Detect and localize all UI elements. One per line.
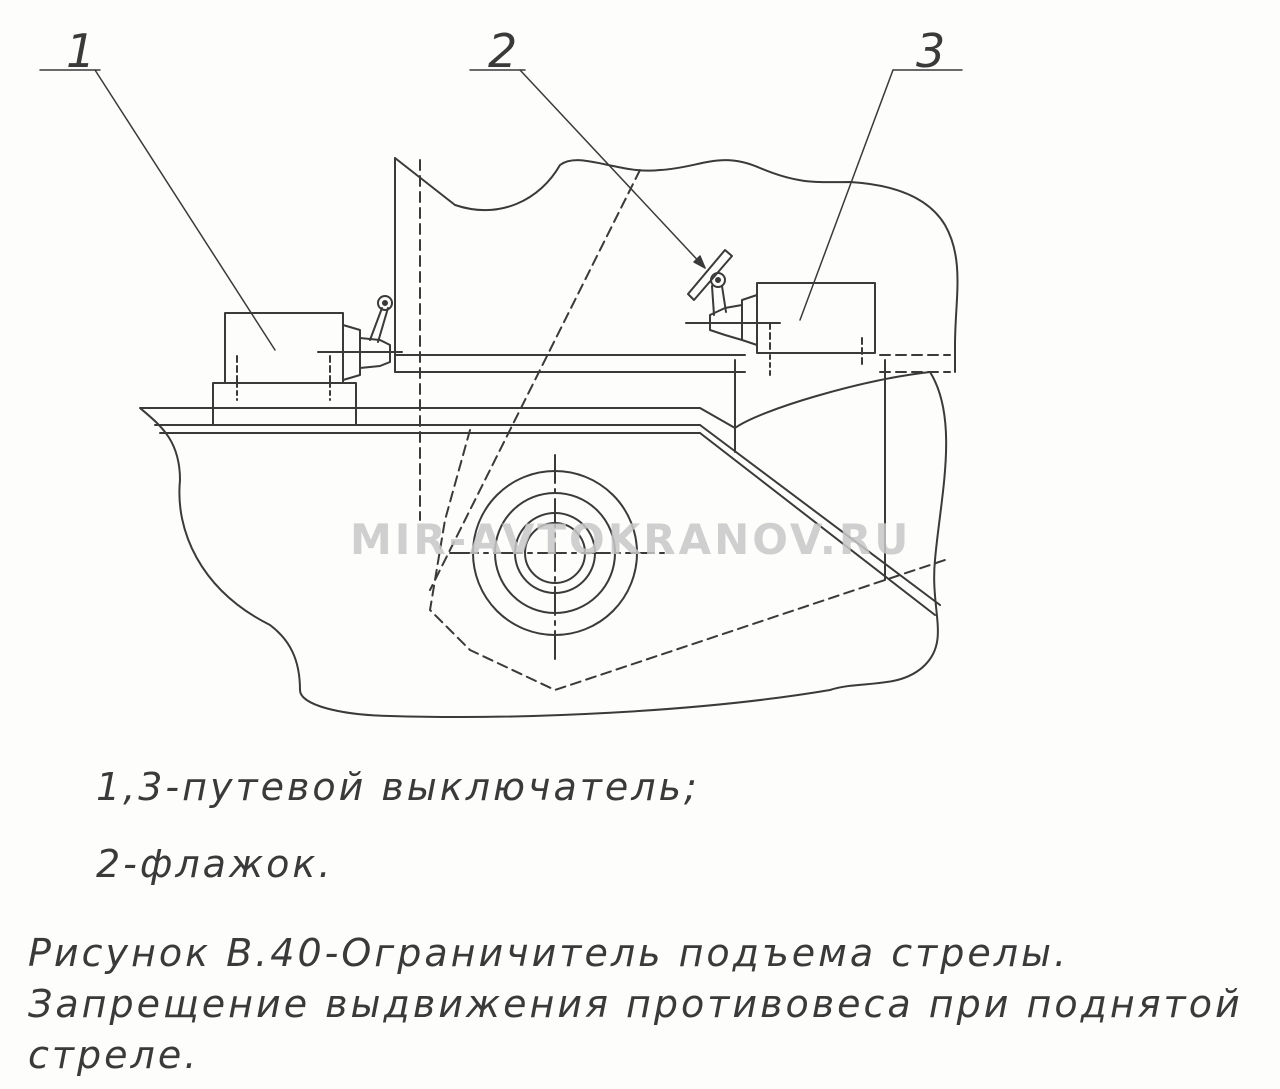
caption-line-2: Запрещение выдвижения противовеса при по… [28,982,1243,1026]
upper-break-line [394,157,959,373]
callout-1: 1 [66,24,99,78]
caption-line-1: Рисунок В.40-Ограничитель подъема стрелы… [28,931,1070,975]
dashed-lower-v [429,429,946,691]
legend-item-switch: 1,3-путевой выключатель; [96,765,700,809]
legend-item-flag: 2-флажок. [96,842,334,886]
watermark: MIR-AVTOKRANOV.RU [350,515,912,564]
dashed-diagonal [429,169,641,591]
flag-2 [687,249,733,316]
callout-2: 2 [488,24,521,78]
callout-3: 3 [916,24,949,78]
limit-switch-3 [685,282,876,376]
figure-caption: Рисунок В.40-Ограничитель подъема стрелы… [28,928,1273,1081]
frame-outline [139,371,948,718]
sheave [449,454,666,661]
leaders [39,69,963,351]
limit-switch-1 [212,295,403,426]
slope-line-2 [699,432,936,616]
caption-line-3: стреле. [28,1033,200,1077]
